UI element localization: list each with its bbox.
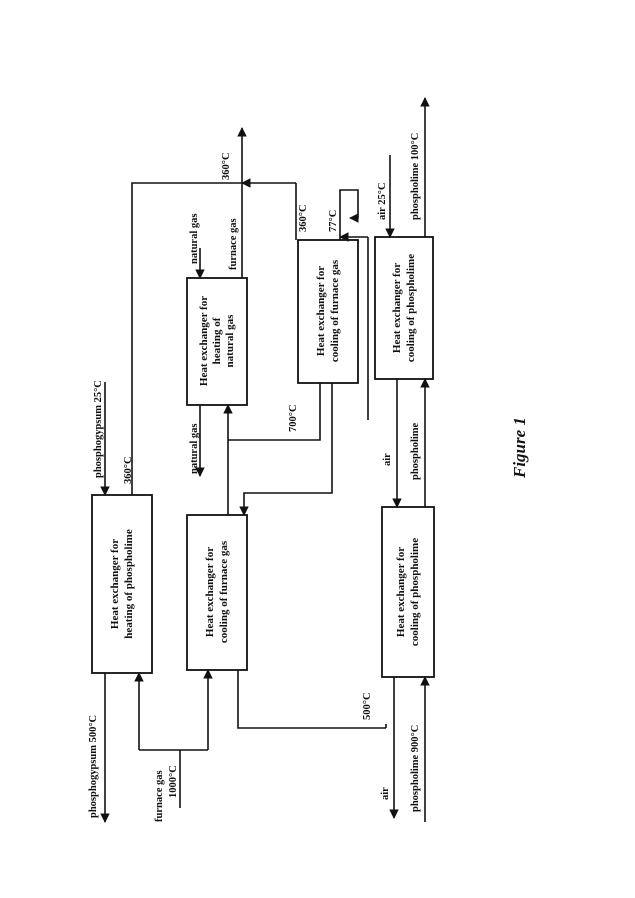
label-furnace-gas: furnace gas	[154, 770, 165, 822]
label-phosphogypsum-500: phosphogypsum 500°C	[88, 715, 99, 818]
box-heating-natural-gas-line1: Heat exchanger for	[198, 296, 210, 386]
line-77-loop	[339, 189, 359, 240]
box-heating-phospholime	[91, 494, 153, 674]
box-cooling-furnace-gas-2	[297, 239, 359, 384]
line-box4-to-box2	[239, 383, 333, 516]
label-77: 77°C	[328, 210, 339, 232]
box-cooling-phospholime-top-line1: Heat exchanger for	[391, 263, 403, 353]
box-heating-phospholime-line2: heating of phospholime	[123, 529, 135, 639]
label-phosphogypsum-25: phosphogypsum 25°C	[93, 380, 104, 478]
box-heating-natural-gas-line3: natural gas	[224, 314, 236, 368]
box-cooling-furnace-gas-2-line2: cooling of furnace gas	[329, 259, 341, 362]
label-500: 500°C	[362, 692, 373, 720]
label-air-mid: air	[382, 453, 393, 466]
line-360-top-left	[131, 182, 242, 495]
box-heating-phospholime-line1: Heat exchanger for	[109, 539, 121, 629]
box-cooling-furnace-gas-1-line2: cooling of furnace gas	[218, 540, 230, 643]
label-phospholime-900: phospholime 900°C	[410, 725, 421, 812]
box-cooling-phospholime-bottom-line1: Heat exchanger for	[395, 547, 407, 637]
box-cooling-phospholime-top	[374, 236, 434, 380]
box-cooling-phospholime-bottom-line2: cooling of phospholime	[409, 538, 421, 646]
line-700	[228, 383, 321, 441]
box-cooling-furnace-gas-1-line1: Heat exchanger for	[204, 547, 216, 637]
label-natural-gas-out: natural gas	[189, 424, 200, 474]
box-cooling-furnace-gas-2-line1: Heat exchanger for	[315, 266, 327, 356]
label-700: 700°C	[288, 404, 299, 432]
figure-label: Figure 1	[510, 417, 529, 479]
label-360-top: 360°C	[221, 152, 232, 180]
label-natural-gas-in: natural gas	[189, 214, 200, 264]
label-air-25: air 25°C	[377, 182, 388, 220]
label-1000: 1000°C	[168, 765, 179, 798]
box-heating-natural-gas-line2: heating of	[211, 317, 223, 364]
label-360-b: 360°C	[298, 204, 309, 232]
label-phospholime-mid: phospholime	[410, 422, 421, 480]
label-phospholime-100: phospholime 100°C	[410, 133, 421, 220]
box-cooling-furnace-gas-1	[186, 514, 248, 671]
label-air-left: air	[380, 787, 391, 800]
label-360-a: 360°C	[123, 456, 134, 484]
box-heating-natural-gas	[186, 277, 248, 406]
box-cooling-phospholime-bottom	[381, 506, 435, 678]
line-500	[237, 670, 386, 729]
box-cooling-phospholime-top-line2: cooling of phospholime	[405, 254, 417, 362]
label-furnace-gas-2: furnace gas	[228, 218, 239, 270]
